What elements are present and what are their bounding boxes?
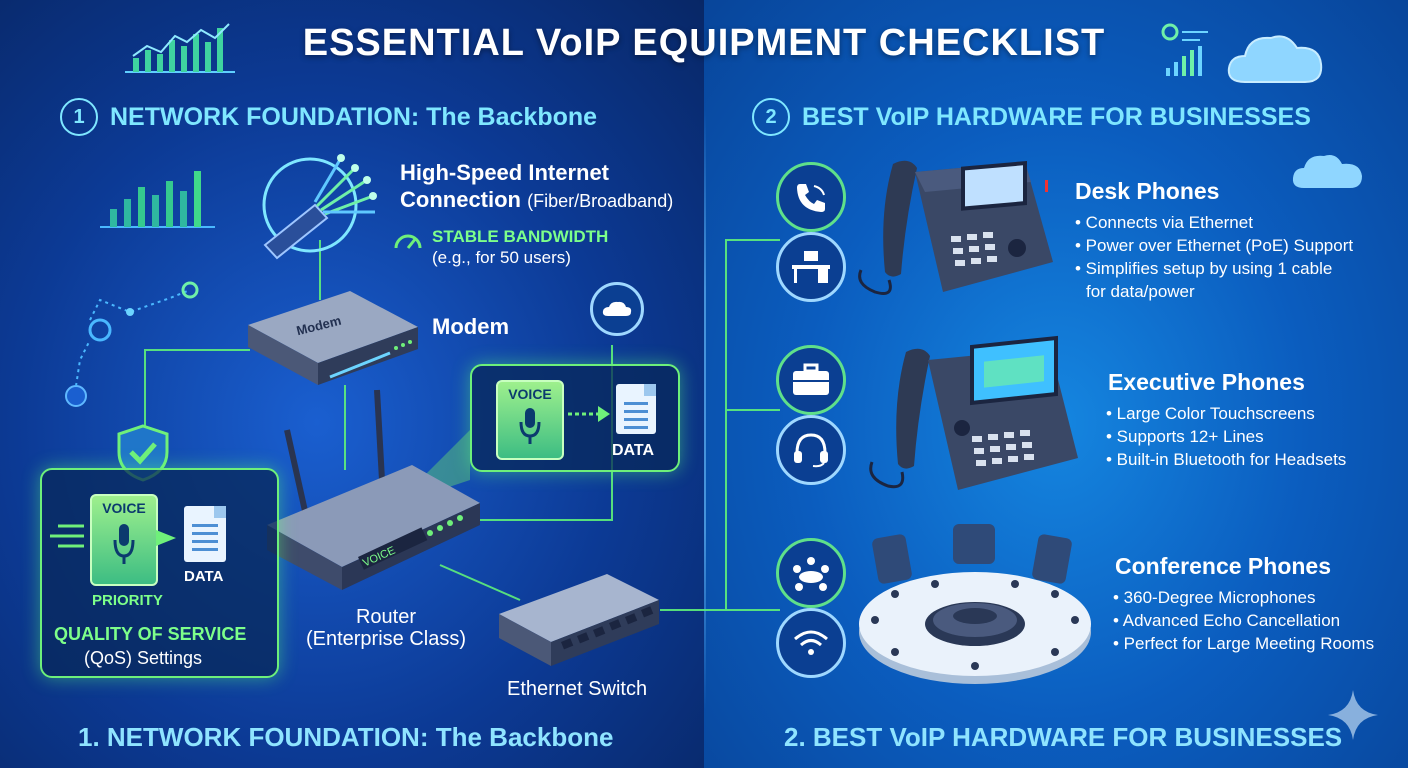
desk-phones-title: Desk Phones: [1075, 178, 1220, 204]
panel-divider: [704, 110, 706, 710]
bandwidth-title: STABLE BANDWIDTH: [432, 227, 609, 246]
feature-item: • Perfect for Large Meeting Rooms: [1113, 634, 1375, 653]
qos-title: QUALITY OF SERVICE: [54, 624, 247, 644]
priority-label: PRIORITY: [92, 592, 163, 609]
data-label: DATA: [184, 568, 224, 585]
arrow-right-icon: [156, 530, 176, 546]
voice-label: VOICE: [102, 500, 146, 516]
executive-phones-features: • Large Color Touchscreens • Supports 12…: [1106, 402, 1346, 471]
bar-chart-icon: [125, 23, 235, 73]
microphone-icon: [113, 524, 135, 564]
modem-label: Modem: [432, 314, 509, 339]
speedometer-icon: [394, 234, 422, 249]
voice-data-box: VOICE DATA: [470, 364, 680, 472]
desk-icon: [776, 232, 846, 302]
cloud-icon: [1292, 155, 1362, 188]
router-subtitle: (Enterprise Class): [305, 628, 467, 650]
section-header-hardware: 2 BEST VoIP HARDWARE FOR BUSINESSES: [752, 98, 1311, 136]
desk-phone-image: [858, 160, 1053, 295]
bandwidth-subtitle: (e.g., for 50 users): [432, 248, 571, 267]
network-nodes-icon: [65, 281, 199, 407]
section-title: BEST VoIP HARDWARE FOR BUSINESSES: [802, 102, 1311, 131]
bar-chart-icon: [100, 171, 215, 228]
feature-item: • Built-in Bluetooth for Headsets: [1106, 450, 1347, 469]
voice-label: VOICE: [508, 386, 552, 402]
footer-right: 2. BEST VoIP HARDWARE FOR BUSINESSES: [784, 722, 1343, 752]
cloud-icon: [1227, 35, 1323, 83]
phone-call-icon: [776, 162, 846, 232]
conference-phones-features: • 360-Degree Microphones • Advanced Echo…: [1113, 586, 1374, 655]
feature-item: • Connects via Ethernet: [1075, 213, 1253, 232]
feature-item: • Large Color Touchscreens: [1106, 404, 1315, 423]
arrow-right-icon: [568, 406, 610, 422]
modem-device: [248, 291, 418, 385]
internet-title-2: Connection: [400, 187, 521, 212]
section-title: NETWORK FOUNDATION: The Backbone: [110, 102, 598, 131]
router-device: [267, 389, 480, 590]
feature-item: • Advanced Echo Cancellation: [1113, 611, 1341, 630]
data-document-icon: [616, 384, 656, 434]
feature-item: • Power over Ethernet (PoE) Support: [1075, 236, 1354, 255]
feature-item: • 360-Degree Microphones: [1113, 588, 1316, 607]
executive-phones-title: Executive Phones: [1108, 369, 1305, 395]
qos-box: VOICE DATA PRIORITY QUALITY OF SERVICE (…: [40, 468, 279, 678]
internet-title: High-Speed Internet: [400, 160, 610, 185]
qos-subtitle: (QoS) Settings: [84, 648, 203, 668]
internet-subtitle: (Fiber/Broadband): [527, 191, 674, 211]
cloud-icon: [590, 282, 644, 336]
conference-phone-image: [859, 524, 1091, 684]
feature-item: • Simplifies setup by using 1 cable: [1075, 259, 1333, 278]
footer-left: 1. NETWORK FOUNDATION: The Backbone: [78, 722, 614, 752]
meeting-group-icon: [776, 538, 846, 608]
router-label: Router: [355, 606, 417, 628]
speed-lines-icon: [50, 524, 84, 548]
headset-icon: [776, 415, 846, 485]
section-header-network: 1 NETWORK FOUNDATION: The Backbone: [60, 98, 597, 136]
feature-item: for data/power: [1086, 282, 1195, 301]
switch-label: Ethernet Switch: [507, 678, 648, 700]
section-number: 1: [60, 98, 98, 136]
page-title: ESSENTIAL VoIP EQUIPMENT CHECKLIST: [302, 22, 1106, 64]
data-document-icon: [184, 506, 226, 562]
voice-card: VOICE: [90, 494, 158, 586]
briefcase-icon: [776, 345, 846, 415]
ethernet-switch-device: [499, 574, 659, 666]
signal-bars-icon: [1161, 23, 1208, 76]
conference-phones-title: Conference Phones: [1115, 553, 1331, 579]
desk-phones-features: • Connects via Ethernet • Power over Eth…: [1075, 211, 1353, 303]
section-number: 2: [752, 98, 790, 136]
data-label: DATA: [612, 442, 655, 459]
executive-phone-image: [869, 335, 1078, 490]
wifi-icon: [776, 608, 846, 678]
sparkle-icon: [1328, 690, 1378, 740]
feature-item: • Supports 12+ Lines: [1106, 427, 1264, 446]
microphone-icon: [519, 408, 541, 444]
internet-title-line2: Connection (Fiber/Broadband): [400, 187, 673, 213]
fiber-cable-icon: [262, 154, 377, 260]
voice-card: VOICE: [496, 380, 564, 460]
